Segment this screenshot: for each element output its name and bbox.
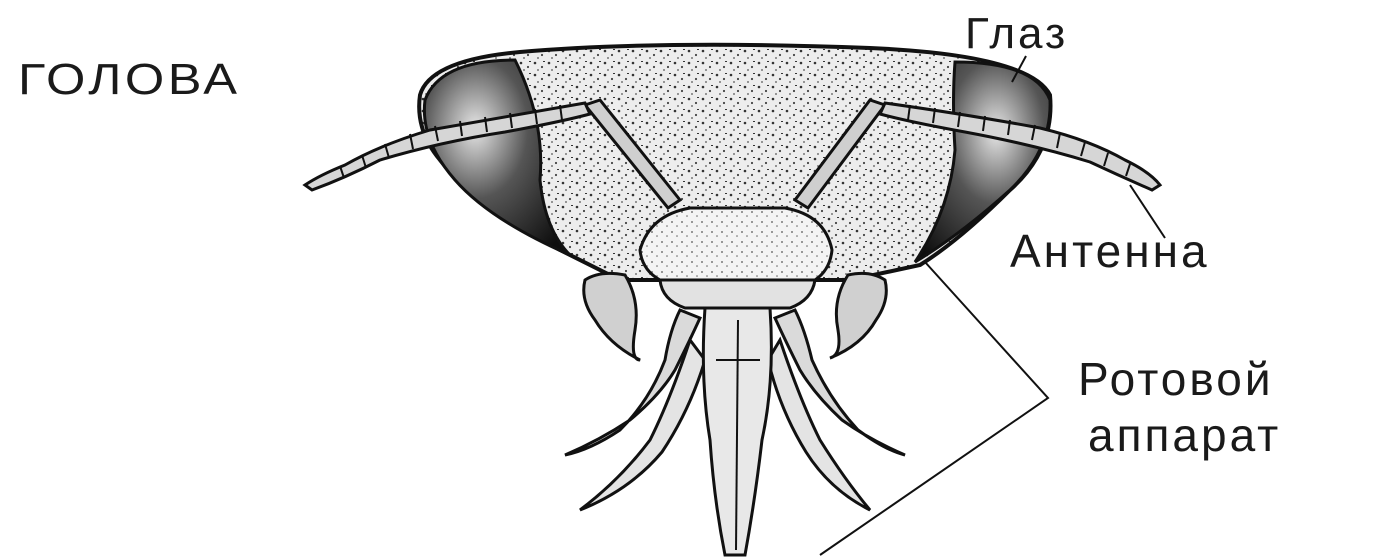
head-title: ГОЛОВА xyxy=(18,58,240,102)
antenna-label: Антенна xyxy=(1010,228,1210,274)
left-mandible xyxy=(584,273,640,360)
right-mandible xyxy=(830,273,886,358)
mouthparts-label-line2: аппарат xyxy=(1088,412,1281,458)
eye-label: Глаз xyxy=(965,12,1068,56)
left-labial-palp xyxy=(580,340,705,510)
labrum xyxy=(660,280,815,308)
clypeus xyxy=(640,208,832,280)
mouthparts-label-line1: Ротовой xyxy=(1078,356,1274,402)
